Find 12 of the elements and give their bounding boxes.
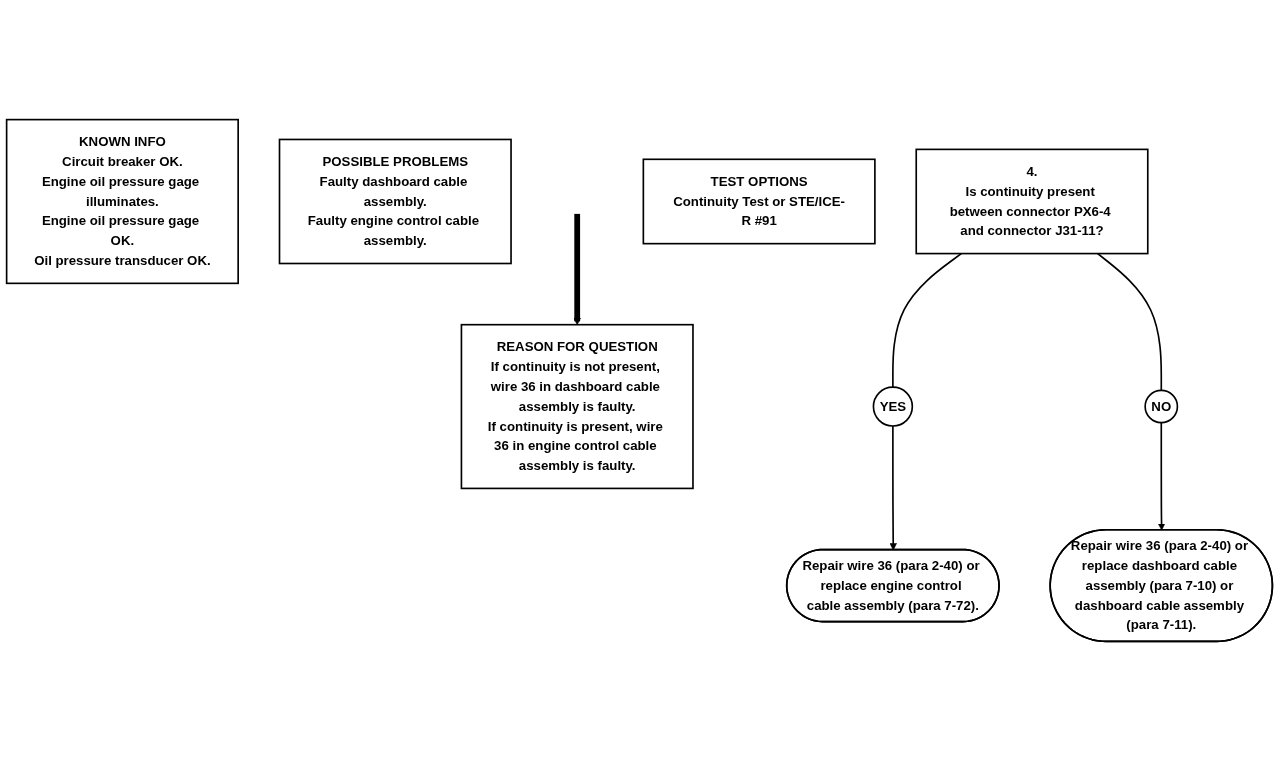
connector xyxy=(1096,253,1163,392)
node-box: KNOWN INFO Circuit breaker OK. Engine oil pressure gage illuminates. Engine oil pressure gage OK. Oil pressure transducer OK. xyxy=(5,119,239,285)
arrow xyxy=(1157,422,1166,531)
arrow xyxy=(573,214,581,326)
node-circle: YES xyxy=(872,386,914,428)
node-box: TEST OPTIONS Continuity Test or STE/ICE-R #91 xyxy=(642,158,876,245)
node-box: REASON FOR QUESTION If continuity is not present, wire 36 in dashboard cable assembly is faulty. If continuity is present, wire 36 in engine control cable assembly is faulty. xyxy=(460,324,694,490)
node-circle: NO xyxy=(1144,390,1179,424)
node-box: 4. Is continuity present between connector PX6-4 and connector J31-11? xyxy=(915,149,1149,255)
arrow xyxy=(889,425,897,551)
connector xyxy=(892,253,963,389)
node-box: POSSIBLE PROBLEMS Faulty dashboard cable assembly. Faulty engine control cable assembly. xyxy=(278,139,512,265)
